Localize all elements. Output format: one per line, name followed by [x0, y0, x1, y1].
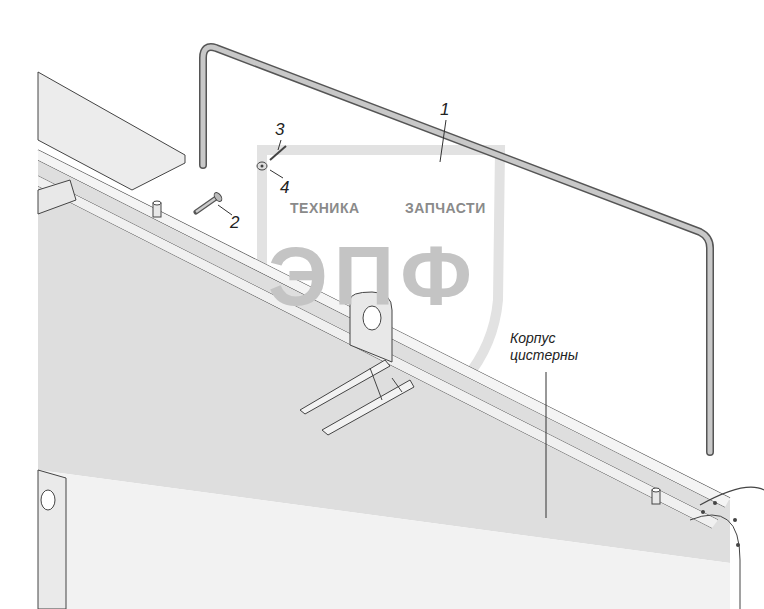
- watermark-text: ТЕХНИКА: [290, 200, 360, 216]
- callout-number: 4: [280, 178, 289, 198]
- callout-number: 1: [440, 100, 449, 120]
- callout-number: 3: [275, 120, 284, 140]
- callout-number: 2: [230, 213, 239, 233]
- part-label: Корпус цистерны: [510, 330, 610, 364]
- watermark-logo: ЭПФ: [268, 228, 478, 325]
- watermark-text: ЗАПЧАСТИ: [405, 200, 486, 216]
